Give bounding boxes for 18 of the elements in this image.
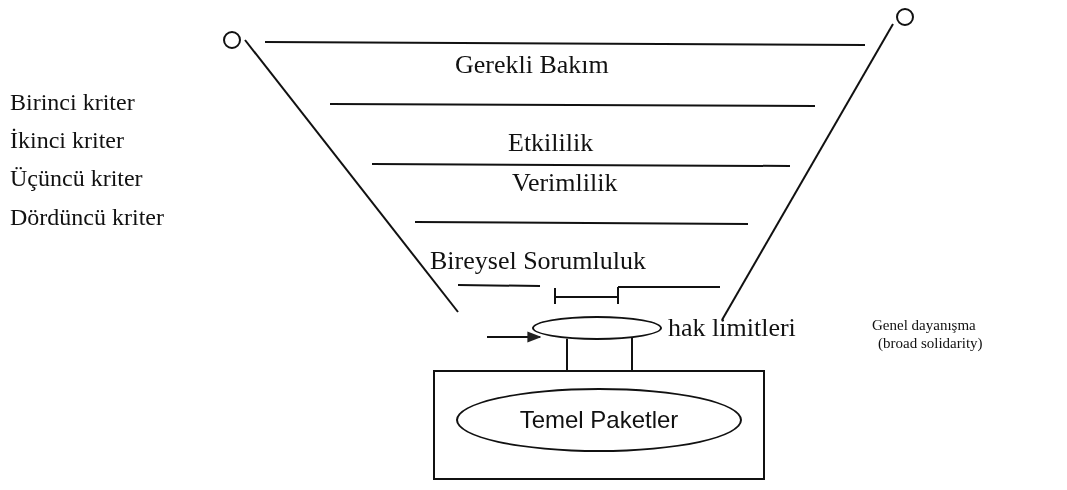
frame-box bbox=[433, 370, 765, 480]
criterion-label: İkinci kriter bbox=[10, 128, 124, 152]
connector-line bbox=[566, 337, 568, 371]
ellipse-shape bbox=[532, 316, 662, 340]
level-label: Gerekli Bakım bbox=[455, 52, 609, 78]
connector-line bbox=[631, 337, 633, 371]
criterion-label: Üçüncü kriter bbox=[10, 166, 143, 190]
note-label: Genel dayanışma bbox=[872, 318, 976, 333]
side-label: hak limitleri bbox=[668, 315, 796, 341]
node-label: Temel Paketler bbox=[519, 406, 679, 434]
criterion-label: Dördüncü kriter bbox=[10, 205, 164, 229]
level-label: Verimlilik bbox=[512, 170, 618, 196]
note-label: (broad solidarity) bbox=[878, 336, 983, 351]
arrow bbox=[486, 331, 542, 343]
level-label: Bireysel Sorumluluk bbox=[430, 248, 646, 274]
level-label: Etkililik bbox=[508, 130, 594, 156]
criterion-label: Birinci kriter bbox=[10, 90, 135, 114]
ellipse-node bbox=[456, 388, 742, 452]
